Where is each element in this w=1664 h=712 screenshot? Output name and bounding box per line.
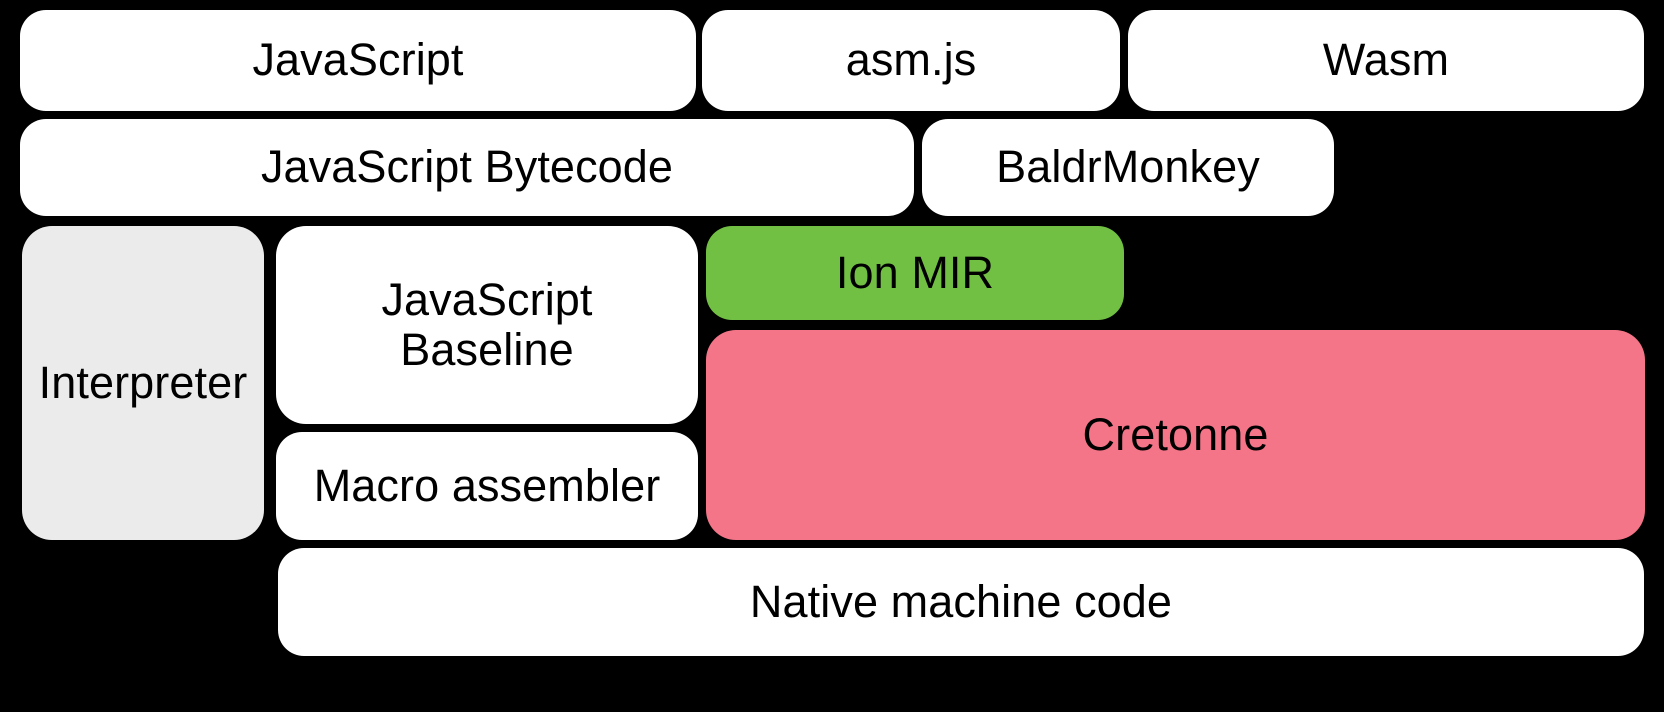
node-interpreter[interactable]: Interpreter [22, 226, 264, 540]
node-native-machine-code[interactable]: Native machine code [278, 548, 1644, 656]
node-asm-js[interactable]: asm.js [702, 10, 1120, 111]
node-ion-mir[interactable]: Ion MIR [706, 226, 1124, 320]
node-cretonne[interactable]: Cretonne [706, 330, 1645, 540]
node-javascript-bytecode[interactable]: JavaScript Bytecode [20, 119, 914, 216]
node-baldrmonkey[interactable]: BaldrMonkey [922, 119, 1334, 216]
node-javascript[interactable]: JavaScript [20, 10, 696, 111]
node-wasm[interactable]: Wasm [1128, 10, 1644, 111]
node-macro-assembler[interactable]: Macro assembler [276, 432, 698, 540]
node-javascript-baseline[interactable]: JavaScript Baseline [276, 226, 698, 424]
